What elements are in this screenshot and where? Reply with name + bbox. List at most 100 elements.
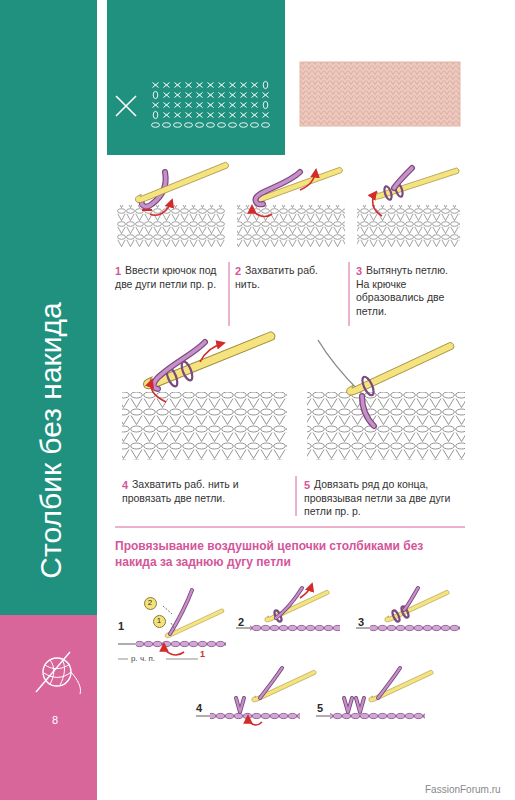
swatch-photo [300,62,460,126]
callout-number: 1 [200,650,205,660]
step-caption: Ввести крючок под две дуги петли пр. р. [115,264,227,291]
step-illustration [307,340,465,460]
chain-illustration [136,640,226,648]
step-illustration [307,392,465,460]
symbol-chart-panel [107,0,285,155]
circled-number: 2 [144,597,157,610]
separator [229,262,349,326]
chain-illustration [316,715,330,716]
step-illustration [394,168,412,188]
step-illustration [122,392,287,460]
step-illustration [237,165,345,247]
chain-illustration [250,624,340,632]
chain-illustration [264,589,330,624]
chain-illustration [276,588,302,618]
step-illustration [237,205,345,247]
symbol-chart-panel [150,100,260,110]
chain-illustration [164,644,184,655]
step-illustration [134,160,229,204]
chain-illustration [260,668,282,698]
chain-illustration [196,668,317,725]
symbol-chart-panel [107,0,285,155]
step-illustration [142,329,276,392]
step-illustration [154,342,205,389]
yarn-ball-icon [71,672,81,694]
step-illustration [117,160,229,247]
step-illustration [373,192,382,216]
chain-illustration [344,698,364,712]
step-illustration [253,165,343,204]
chain-illustration [236,584,340,632]
circled-number-text: 1 [157,617,161,625]
section-heading: Провязывание воздушной цепочки столбикам… [115,538,435,570]
step-illustration [256,172,300,204]
step-illustration [357,205,460,247]
step-illustration [117,205,225,247]
chain-illustration [196,715,210,716]
chain-illustration [384,589,450,624]
watermark: FassionForum.ru [425,784,501,795]
symbol-chart-panel [116,96,136,116]
chain-illustration [251,669,317,704]
symbol-chart-panel [161,90,271,100]
swatch-photo [300,62,460,126]
chain-illustration [118,659,198,660]
step-illustration [142,209,152,211]
page-number: 8 [52,714,58,726]
symbol-chart-panel [263,101,268,108]
callout-number: 2 [235,264,241,278]
side-band [0,0,97,800]
yarn-ball-icon [43,658,71,686]
chain-illustration [236,698,244,712]
step-caption: Вытянуть петлю. На крючке образовались д… [356,264,462,319]
chain-illustration [276,588,302,618]
step-illustration [151,380,166,402]
step-caption: Захватить раб. нить и провязать две петл… [122,478,290,505]
step-illustration [122,329,287,460]
symbol-chart-panel [150,80,260,90]
symbol-chart-panel [150,120,271,130]
callout-number: 1 [115,264,121,278]
chain-illustration [210,712,300,720]
separator [296,476,297,516]
chain-illustration [404,588,418,610]
chain-illustration [378,668,400,698]
step-illustration [362,396,374,426]
page-title: Столбик без накида [34,302,67,578]
step-illustration [154,342,205,389]
chain-illustration [118,590,226,659]
chain-illustration [356,588,460,632]
figure-number: 4 [196,702,202,714]
figure-number: 5 [317,702,323,714]
callout-number: 3 [356,264,362,278]
chain-illustration [378,668,400,698]
chain-illustration [368,669,434,704]
swatch-photo [300,62,460,126]
side-band [0,615,97,800]
chain-illustration [236,698,244,712]
step-illustration [362,396,374,426]
chain-illustration [370,624,460,632]
chain-illustration [118,643,136,644]
step-illustration [300,170,316,190]
symbol-chart-panel [153,91,158,98]
step-illustration [256,172,300,204]
symbol-chart-panel [263,81,268,88]
yarn-ball-icon [36,652,81,694]
circled-number: 1 [153,615,166,628]
figure-number: 2 [238,616,244,628]
step-illustration [252,206,272,216]
abbreviation-label: р. ч. п. [131,655,155,664]
yarn-ball-icon [44,659,71,685]
chain-illustration [300,584,312,598]
step-illustration [200,343,224,362]
yarn-ball-icon [36,652,70,692]
step-illustration [180,360,195,382]
figure-number: 1 [118,620,124,632]
side-band [0,0,97,615]
chain-illustration [260,668,282,698]
step-illustration [371,166,460,201]
figure-number: 3 [358,616,364,628]
